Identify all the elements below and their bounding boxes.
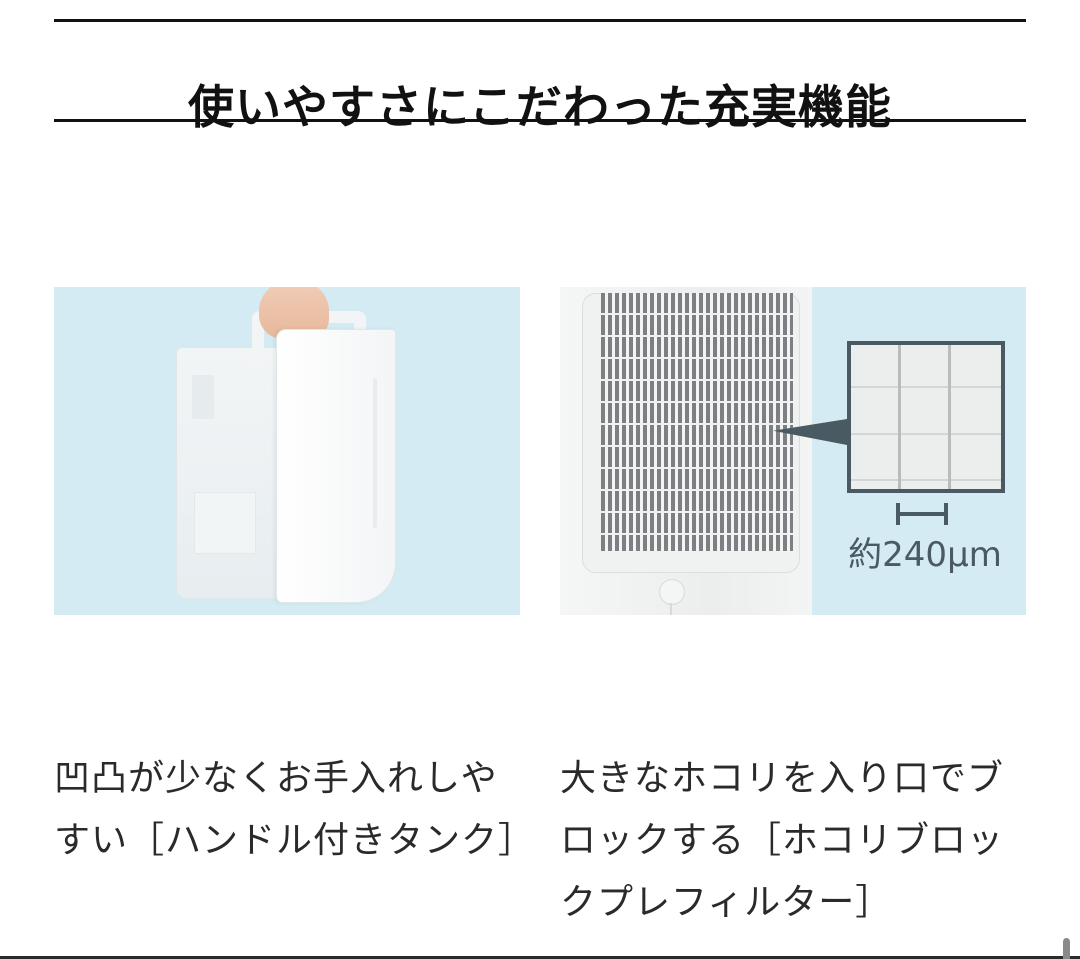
tank-front-slot	[373, 378, 377, 528]
heading-rule-bottom	[54, 119, 1026, 122]
tank-front-panel	[276, 329, 396, 603]
unit-body	[560, 287, 812, 615]
page-bottom-border	[0, 956, 1080, 959]
filter-grille	[601, 293, 793, 551]
heading-rule-top	[54, 19, 1026, 22]
mesh-size-label: 約240µm	[848, 535, 1002, 575]
scrollbar-thumb[interactable]	[1063, 938, 1070, 959]
tank-inner-part-lower	[194, 492, 256, 554]
feature-caption-prefilter: 大きなホコリを入り口でブロックする［ホコリブロックプレフィルター］	[560, 758, 1005, 923]
feature-caption-handle-tank: 凹凸が少なくお手入れしやすい［ハンドル付きタンク］	[54, 758, 536, 861]
feature-image-prefilter: 約240µm	[560, 287, 1026, 615]
section-heading: 使いやすさにこだわった充実機能	[187, 79, 893, 134]
scale-bar-icon	[896, 503, 948, 525]
unit-button-stem	[670, 603, 672, 615]
tank-inner-part	[192, 375, 214, 419]
feature-image-handle-tank	[54, 287, 520, 615]
unit-button	[659, 579, 685, 605]
mesh-zoom-box	[847, 341, 1005, 493]
